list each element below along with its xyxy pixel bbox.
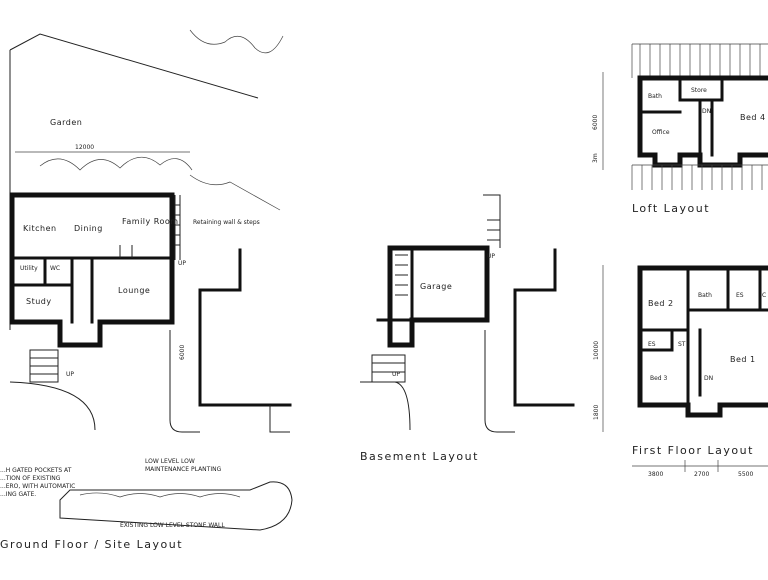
garden-label: Garden [50, 118, 82, 127]
first-dimension-vertical: 10000 [593, 341, 600, 360]
loft-dn-label: DN [702, 108, 711, 115]
room-label-utility: Utility [20, 265, 38, 272]
basement-entrance-steps [371, 354, 406, 383]
retaining-up-label: UP [178, 260, 186, 267]
depth-dimension: 6000 [179, 345, 186, 360]
first-room-bed2: Bed 2 [648, 299, 674, 308]
room-label-study: Study [26, 297, 52, 306]
garden-hedge [189, 29, 284, 54]
first-floor-title: First Floor Layout [632, 444, 754, 457]
basement-path-right [484, 330, 515, 433]
garden-shrubs [189, 174, 281, 211]
loft-room-store: Store [691, 87, 707, 94]
first-room-st: ST [678, 341, 686, 348]
first-room-bed3: Bed 3 [650, 375, 668, 382]
loft-title: Loft Layout [632, 202, 710, 215]
planting-note-1: LOW LEVEL LOW [145, 458, 195, 465]
first-room-bed1: Bed 1 [730, 355, 756, 364]
room-label-lounge: Lounge [118, 286, 150, 295]
loft-room-bed: Bed 4 [740, 113, 766, 122]
width-dimension: 12000 [75, 144, 94, 151]
planting-symbols [79, 492, 241, 498]
double-door-marks [119, 245, 133, 258]
room-label-kitchen: Kitchen [23, 224, 57, 233]
basement-internal-walls [376, 246, 414, 322]
planting-note-2: MAINTENANCE PLANTING [145, 466, 222, 473]
entrance-up-label: UP [66, 371, 74, 378]
first-dim-bottom-3: 5500 [738, 471, 753, 478]
loft-dimension-height: 6000 [592, 115, 599, 130]
first-dim-bottom-2: 2700 [694, 471, 709, 478]
first-outer-walls [637, 265, 768, 418]
loft-room-bath: Bath [648, 93, 662, 100]
basement-internal-stair [395, 254, 408, 296]
driveway-curve [9, 381, 96, 431]
first-floor-plan: Bed 2 Bath ES C ES ST Bed 1 Bed 3 DN 100… [593, 265, 768, 478]
first-room-c: C [762, 292, 766, 299]
loft-dimension-small: 3m [592, 153, 599, 163]
garden-tree-line [39, 156, 193, 171]
neighbour-path [269, 405, 290, 433]
basement-stair-label: UP [487, 253, 495, 260]
loft-room-office: Office [652, 129, 670, 136]
site-path-right [169, 330, 200, 433]
room-label-dining: Dining [74, 224, 103, 233]
ground-floor-plan: Garden 12000 Retaining wall & steps Kitc… [0, 29, 293, 551]
basement-plan: Garage UP UP Basement Layout [360, 194, 575, 463]
loft-outer-walls [637, 75, 768, 168]
loft-roof-hatch-top [631, 43, 768, 78]
ground-outer-walls [9, 192, 175, 348]
room-label-family: Family Room [122, 217, 179, 226]
neighbour-building-wall [198, 248, 292, 407]
ground-floor-title: Ground Floor / Site Layout [0, 538, 183, 551]
basement-outer-walls [387, 245, 490, 348]
room-label-wc: WC [50, 265, 60, 272]
stone-wall-note: EXISTING LOW LEVEL STONE WALL [120, 522, 225, 529]
basement-neighbour-wall [513, 248, 575, 407]
basement-path-left [360, 381, 411, 431]
site-note-line-1: ...H GATED POCKETS AT [0, 467, 72, 474]
first-room-bath: Bath [698, 292, 712, 299]
stone-wall-outline [59, 481, 293, 531]
retaining-note: Retaining wall & steps [193, 219, 260, 226]
loft-plan: Bath Store Office Bed 4 DN 6000 3m Loft … [592, 43, 768, 215]
first-room-es1: ES [736, 292, 744, 299]
ground-retaining-steps [174, 195, 181, 260]
basement-rear-steps [483, 194, 501, 248]
first-dn-label: DN [704, 375, 713, 382]
basement-title: Basement Layout [360, 450, 479, 463]
basement-up-label: UP [392, 371, 400, 378]
loft-roof-hatch-bottom [631, 164, 768, 190]
first-room-es2: ES [648, 341, 656, 348]
site-boundary-line [9, 33, 259, 99]
entrance-steps [29, 349, 59, 383]
site-note-line-3: ...ERO, WITH AUTOMATIC [0, 483, 75, 490]
first-dim-bottom-1: 3800 [648, 471, 663, 478]
first-internal-walls [638, 266, 768, 407]
site-note-line-2: ...TION OF EXISTING [0, 475, 61, 482]
site-note-line-4: ...ING GATE. [0, 491, 36, 498]
first-dimension-vertical2: 1800 [593, 405, 600, 420]
room-label-garage: Garage [420, 282, 452, 291]
loft-internal-walls [638, 76, 724, 157]
